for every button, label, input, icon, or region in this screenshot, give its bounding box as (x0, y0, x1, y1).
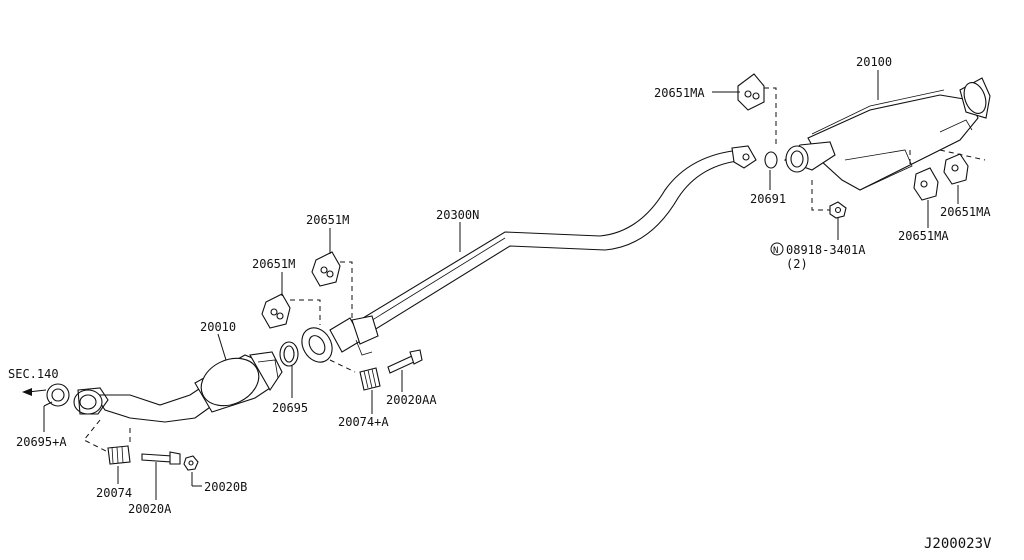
label-08918-3401A: 08918-3401A (786, 243, 866, 257)
nut-08918 (829, 201, 847, 219)
label-sec-140: SEC.140 (8, 367, 59, 381)
label-20074: 20074 (96, 486, 132, 500)
label-20651MA-top: 20651MA (654, 86, 705, 100)
label-20695A: 20695+A (16, 435, 67, 449)
nut-20020B (183, 455, 199, 471)
label-20691: 20691 (750, 192, 786, 206)
label-n-prefix: N (773, 246, 778, 256)
label-20020B: 20020B (204, 480, 247, 494)
gasket-20691 (764, 151, 778, 169)
label-20651M-lower: 20651M (252, 257, 295, 271)
label-20074A: 20074+A (338, 415, 389, 429)
center-pipe-front-flange (301, 315, 379, 363)
spring-20074A (359, 367, 381, 391)
label-08918-qty: (2) (786, 257, 808, 271)
hanger-20651M-upper (311, 251, 341, 287)
hanger-20651MA-top (737, 73, 765, 111)
center-pipe-rear-flange (731, 145, 757, 169)
hanger-20651MA-right-2 (943, 153, 969, 185)
hanger-20651M-lower (261, 293, 291, 329)
sec-140-arrow (22, 388, 47, 396)
label-20695: 20695 (272, 401, 308, 415)
label-20100: 20100 (856, 55, 892, 69)
dashed-guides (83, 87, 986, 453)
label-20651M-upper: 20651M (306, 213, 349, 227)
muffler (784, 77, 991, 191)
n-marker-icon (770, 242, 784, 256)
bolt-20020AA (387, 349, 423, 374)
gasket-20695 (279, 341, 299, 367)
label-20010: 20010 (200, 320, 236, 334)
front-pipe-flange (73, 387, 109, 415)
label-20020A: 20020A (128, 502, 172, 516)
leader-lines (43, 70, 959, 500)
label-20300N: 20300N (436, 208, 479, 222)
label-20020AA: 20020AA (386, 393, 437, 407)
spring-20074 (107, 445, 131, 465)
diagram-code: J200023V (924, 536, 992, 552)
label-20651MA-right-1: 20651MA (898, 229, 949, 243)
gasket-20695A (46, 383, 70, 407)
hanger-20651MA-right-1 (913, 167, 939, 201)
center-pipe (334, 149, 746, 349)
bolt-20020A (141, 451, 181, 465)
label-20651MA-right-2: 20651MA (940, 205, 991, 219)
catalytic-converter (93, 351, 283, 423)
part-labels: 20100 20651MA 20691 20651MA 20651MA N 08… (8, 55, 992, 552)
